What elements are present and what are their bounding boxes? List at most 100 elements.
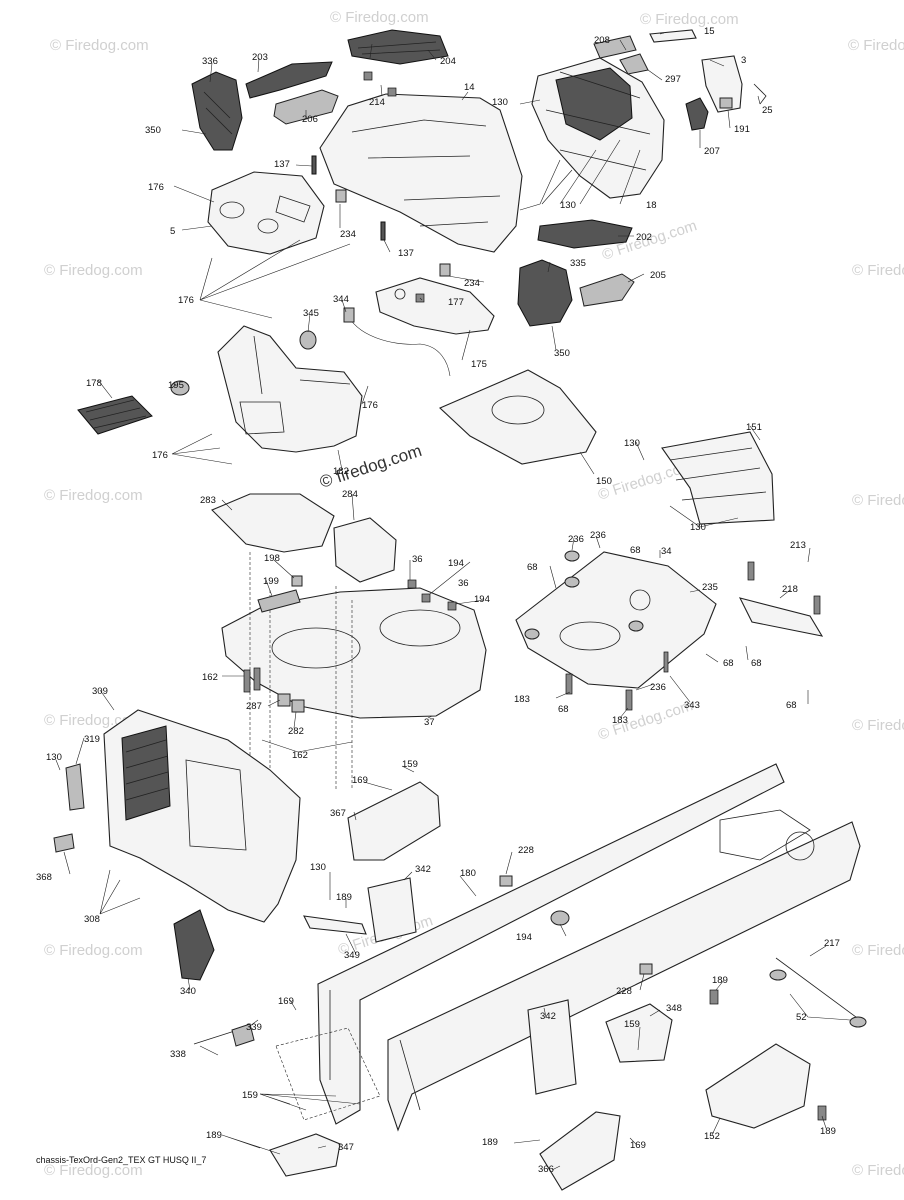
callout-label: 217 [824, 938, 840, 949]
part-340-foot-pad [173, 909, 215, 981]
callout-label: 339 [246, 1022, 262, 1033]
callout-label: 344 [333, 294, 349, 305]
part-228-spacer [639, 963, 653, 975]
callout-label: 176 [178, 295, 194, 306]
callout-label: 214 [369, 97, 385, 108]
callout-label: 205 [650, 270, 666, 281]
part-150-opening [491, 395, 545, 425]
part-194-bushing [550, 910, 570, 926]
callout-label: 203 [252, 52, 268, 63]
part-34-cutout [559, 621, 621, 651]
callout-label: 25 [762, 105, 773, 116]
callout-label: 207 [704, 146, 720, 157]
part-183-bolt [625, 689, 633, 711]
part-52-bushing [769, 969, 787, 981]
callout-label: 366 [538, 1164, 554, 1175]
watermark: © Firedog.com [640, 11, 739, 28]
watermark: © Firedog.com [44, 262, 143, 279]
callout-label: 342 [415, 864, 431, 875]
part-182-body-panel [217, 325, 363, 453]
watermark: © Firedog.com [852, 942, 904, 959]
part-213-bolt [747, 561, 755, 581]
part-284-cover [333, 517, 397, 583]
callout-label: 177 [448, 297, 464, 308]
part-214-fastener [387, 87, 397, 97]
callout-label: 176 [362, 400, 378, 411]
callout-label: 199 [263, 576, 279, 587]
callout-label: 68 [786, 700, 797, 711]
part-228-spacer [499, 875, 513, 887]
callout-label: 162 [292, 750, 308, 761]
hood-assembly [191, 29, 523, 277]
callout-label: 235 [702, 582, 718, 593]
callout-label: 3 [741, 55, 746, 66]
watermark: © Firedog.com [852, 262, 904, 279]
callout-label: 189 [820, 1126, 836, 1137]
callout-label: 159 [624, 1019, 640, 1030]
part-14-hood-lines [351, 119, 501, 227]
part-52-bushing [849, 1016, 867, 1028]
part-349-rod [303, 915, 367, 935]
mid-bracket-assembly [299, 277, 495, 377]
callout-label: 236 [650, 682, 666, 693]
callout-label: 68 [558, 704, 569, 715]
callout-label: 130 [690, 522, 706, 533]
part-234-clip [335, 189, 347, 203]
callout-label: 36 [412, 554, 423, 565]
callout-label: 338 [170, 1049, 186, 1060]
callout-label: 18 [646, 200, 657, 211]
watermark: © Firedog.com [50, 37, 149, 54]
part-204-vent [347, 29, 449, 65]
diagram-caption: chassis-TexOrd-Gen2_TEX GT HUSQ II_7 [36, 1155, 206, 1165]
part-180-frame-hole [785, 831, 815, 861]
callout-label: 68 [527, 562, 538, 573]
callout-label: 236 [568, 534, 584, 545]
callout-label: 194 [448, 558, 464, 569]
part-151-bracket [661, 431, 775, 525]
lower-parts-assembly [193, 989, 827, 1191]
part-234-clip [439, 263, 451, 277]
part-199-strip [257, 589, 301, 613]
part-189-bolt [709, 989, 719, 1005]
rear-body-assembly [77, 325, 363, 453]
part-162-bolt [243, 669, 251, 693]
callout-label: 194 [474, 594, 490, 605]
callout-label: 218 [782, 584, 798, 595]
part-367-bracket [347, 781, 441, 861]
leader-lines [55, 32, 851, 1171]
callout-label: 52 [796, 1012, 807, 1023]
callout-label: 137 [274, 159, 290, 170]
part-34-seat-plate [515, 551, 717, 689]
callout-label: 350 [145, 125, 161, 136]
part-203-grille [245, 61, 333, 99]
callout-label: 151 [746, 422, 762, 433]
watermark: © Firedog.com [44, 487, 143, 504]
callout-label: 309 [92, 686, 108, 697]
part-175-bracket [375, 277, 495, 335]
callout-label: 198 [264, 553, 280, 564]
callout-label: 342 [540, 1011, 556, 1022]
part-37-wheel-well-left [271, 627, 361, 669]
callout-label: 287 [246, 701, 262, 712]
callout-label: 208 [594, 35, 610, 46]
callout-label: 189 [336, 892, 352, 903]
part-5-gauge [219, 201, 245, 219]
callout-label: 282 [288, 726, 304, 737]
part-204-slots [357, 41, 441, 55]
callout-label: 150 [596, 476, 612, 487]
part-36-nut [421, 593, 431, 603]
part-152-deflector [705, 1043, 811, 1129]
part-214-fastener [363, 71, 373, 81]
part-335-insert [517, 259, 573, 327]
part-342-plate [527, 999, 577, 1095]
callout-label: 130 [46, 752, 62, 763]
part-309-panel [185, 759, 247, 851]
callout-label: 159 [402, 759, 418, 770]
callout-label: 130 [310, 862, 326, 873]
callout-label: 367 [330, 808, 346, 819]
part-336-side-insert [191, 71, 243, 151]
part-348-cover [605, 1003, 673, 1063]
callout-label: 213 [790, 540, 806, 551]
part-208-bracket [593, 35, 637, 59]
